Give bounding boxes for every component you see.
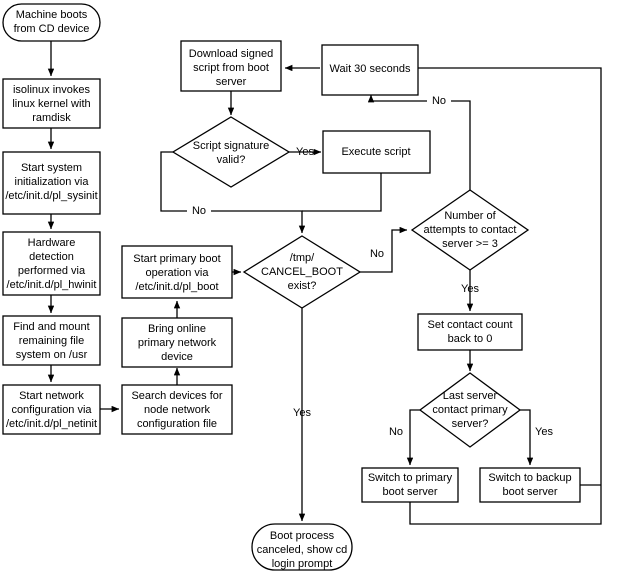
node-switchprimary[interactable]: Switch to primary boot server — [361, 467, 459, 503]
node-switchprimary-line-1: boot server — [382, 486, 437, 498]
edge-lastserver-yes-to-switchbackup — [520, 409, 534, 466]
node-hwinit-line-1: detection — [29, 251, 74, 263]
edge-label-attempts-no-bg — [427, 94, 451, 108]
edge-cancelboot-no-to-attempts — [360, 226, 408, 273]
node-mountusr-line-1: remaining file — [19, 335, 84, 347]
node-execute-line-0: Execute script — [341, 146, 410, 158]
node-download-line-0: Download signed — [189, 48, 273, 60]
edge-label-cancel-no: No — [370, 248, 384, 260]
node-sysinit-line-1: initialization via — [15, 176, 90, 188]
node-netinit-line-1: configuration via — [11, 404, 92, 416]
node-hwinit-line-3: /etc/init.d/pl_hwinit — [7, 279, 97, 291]
node-lastserver-line-2: server? — [452, 418, 489, 430]
node-isolinux[interactable]: isolinux invokes linux kernel with ramdi… — [2, 78, 101, 129]
node-isolinux-line-2: ramdisk — [32, 112, 71, 124]
node-canceled-line-0: Boot process — [270, 530, 335, 542]
node-download[interactable]: Download signed script from boot server — [180, 40, 282, 92]
edge-sigvalid-no-to-cancelboot — [160, 151, 306, 234]
node-attempts[interactable]: Number of attempts to contact server >= … — [410, 189, 530, 271]
node-plboot-line-1: operation via — [146, 267, 210, 279]
node-attempts-line-1: attempts to contact — [424, 224, 517, 236]
node-wait-line-0: Wait 30 seconds — [330, 63, 411, 75]
edge-label-last-no: No — [389, 426, 403, 438]
node-resetcount[interactable]: Set contact count back to 0 — [417, 313, 523, 351]
edge-lastserver-no-to-switchprimary — [406, 409, 420, 466]
edge-label-last-yes: Yes — [535, 426, 553, 438]
node-cancelboot[interactable]: /tmp/ CANCEL_BOOT exist? — [242, 235, 362, 309]
node-start-line-0: Machine boots — [16, 9, 88, 21]
node-canceled[interactable]: Boot process canceled, show cd login pro… — [251, 523, 353, 571]
node-switchbackup[interactable]: Switch to backup boot server — [479, 467, 581, 503]
node-sigvalid-line-0: Script signature — [193, 140, 269, 152]
edge-label-attempts-no: No — [432, 95, 446, 107]
node-sysinit[interactable]: Start system initialization via /etc/ini… — [2, 151, 101, 215]
node-bringonline-line-2: device — [161, 351, 193, 363]
node-cancelboot-line-2: exist? — [288, 280, 317, 292]
node-netinit-line-0: Start network — [19, 390, 84, 402]
node-hwinit-line-2: performed via — [18, 265, 86, 277]
node-sigvalid[interactable]: Script signature valid? — [171, 116, 291, 188]
node-hwinit[interactable]: Hardware detection performed via /etc/in… — [2, 231, 101, 296]
node-searchdev-line-1: node network — [144, 404, 211, 416]
node-sysinit-line-0: Start system — [21, 162, 82, 174]
node-plboot[interactable]: Start primary boot operation via /etc/in… — [121, 245, 233, 299]
node-isolinux-line-1: linux kernel with — [12, 98, 90, 110]
node-mountusr-line-2: system on /usr — [16, 349, 88, 361]
node-switchbackup-line-1: boot server — [502, 486, 557, 498]
node-netinit[interactable]: Start network configuration via /etc/ini… — [2, 384, 101, 435]
node-bringonline-line-1: primary network — [138, 337, 217, 349]
edge-label-sig-yes: Yes — [296, 146, 314, 158]
connectors — [47, 41, 602, 525]
node-start[interactable]: Machine boots from CD device — [2, 3, 101, 42]
node-wait[interactable]: Wait 30 seconds — [321, 44, 419, 96]
node-netinit-line-2: /etc/init.d/pl_netinit — [6, 418, 97, 430]
node-attempts-line-0: Number of — [444, 210, 496, 222]
node-plboot-line-0: Start primary boot — [133, 253, 220, 265]
node-attempts-line-2: server >= 3 — [442, 238, 498, 250]
node-download-line-2: server — [216, 76, 247, 88]
node-sysinit-line-2: /etc/init.d/pl_sysinit — [5, 190, 97, 202]
node-resetcount-line-0: Set contact count — [428, 319, 513, 331]
node-switchprimary-line-0: Switch to primary — [368, 472, 453, 484]
node-bringonline-line-0: Bring online — [148, 323, 206, 335]
node-sigvalid-line-1: valid? — [217, 154, 246, 166]
node-resetcount-line-1: back to 0 — [448, 333, 493, 345]
node-isolinux-line-0: isolinux invokes — [13, 84, 91, 96]
node-cancelboot-line-1: CANCEL_BOOT — [261, 266, 343, 278]
node-cancelboot-line-0: /tmp/ — [290, 252, 315, 264]
edge-attempts-no-to-wait — [367, 94, 471, 190]
node-hwinit-line-0: Hardware — [28, 237, 76, 249]
edge-label-sig-no-bg — [187, 204, 211, 218]
node-mountusr[interactable]: Find and mount remaining file system on … — [2, 315, 101, 366]
node-plboot-line-2: /etc/init.d/pl_boot — [135, 281, 218, 293]
node-execute[interactable]: Execute script — [322, 130, 431, 174]
node-download-line-1: script from boot — [193, 62, 269, 74]
edge-labels: Yes No No Yes No Yes No Yes — [187, 94, 553, 438]
node-canceled-line-1: canceled, show cd — [257, 544, 348, 556]
edge-switchprimary-to-wait — [382, 64, 602, 525]
edge-execute-to-cancelboot — [302, 173, 382, 212]
node-lastserver-line-1: contact primary — [432, 404, 508, 416]
node-searchdev[interactable]: Search devices for node network configur… — [121, 384, 233, 435]
node-lastserver-line-0: Last server — [443, 390, 498, 402]
node-start-line-1: from CD device — [14, 23, 90, 35]
edge-label-sig-no: No — [192, 205, 206, 217]
edge-label-cancel-yes: Yes — [293, 407, 311, 419]
node-lastserver[interactable]: Last server contact primary server? — [418, 372, 522, 448]
node-searchdev-line-2: configuration file — [137, 418, 217, 430]
node-mountusr-line-0: Find and mount — [13, 321, 89, 333]
node-searchdev-line-0: Search devices for — [131, 390, 222, 402]
node-bringonline[interactable]: Bring online primary network device — [121, 317, 233, 368]
edge-label-attempts-yes: Yes — [461, 283, 479, 295]
node-canceled-line-2: login prompt — [272, 558, 333, 570]
node-switchbackup-line-0: Switch to backup — [488, 472, 571, 484]
